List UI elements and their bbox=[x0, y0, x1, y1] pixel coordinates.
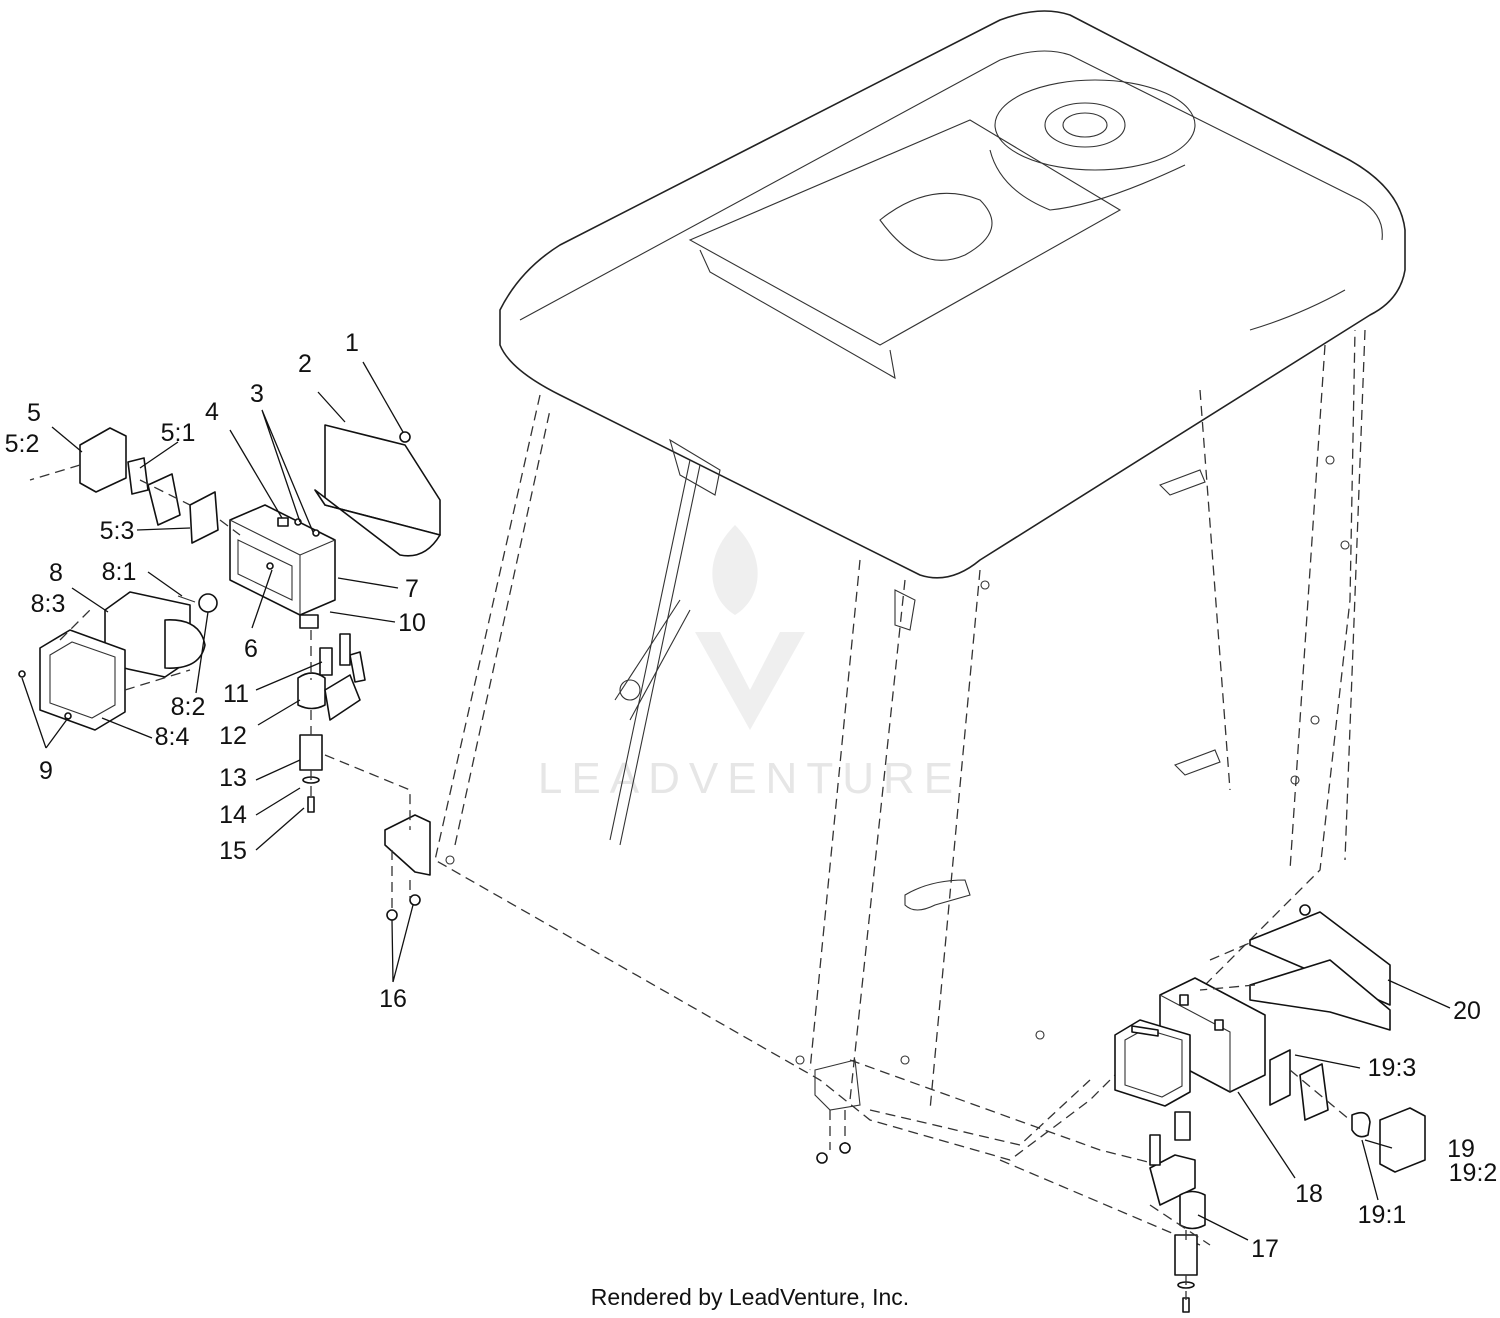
screw-20 bbox=[1299, 904, 1311, 916]
watermark-text: LEADVENTURE bbox=[538, 754, 962, 803]
callout-11: 11 bbox=[223, 680, 249, 708]
callout-19-2: 19:2 bbox=[1449, 1159, 1498, 1187]
leadventure-watermark-logo: LEADVENTURE bbox=[538, 525, 962, 803]
nut-16b bbox=[409, 894, 421, 906]
marker-lens-right bbox=[1379, 1107, 1426, 1173]
cab-body bbox=[434, 329, 1381, 1246]
callout-labels: 1 2 3 4 5 5:2 5:1 5:3 8 8:3 8:1 7 10 6 1… bbox=[5, 329, 1498, 1263]
callout-5-3: 5:3 bbox=[100, 517, 135, 545]
callout-19-1: 19:1 bbox=[1358, 1201, 1407, 1229]
screw-9a bbox=[18, 670, 26, 678]
callout-7: 7 bbox=[405, 575, 419, 603]
pivot-bracket bbox=[297, 633, 366, 813]
footer-credit: Rendered by LeadVenture, Inc. bbox=[591, 1284, 909, 1310]
cab-mount-bracket bbox=[384, 814, 431, 876]
callout-2: 2 bbox=[298, 350, 312, 378]
left-light-assembly bbox=[18, 424, 441, 921]
callout-18: 18 bbox=[1295, 1180, 1323, 1208]
callout-leader-lines bbox=[21, 361, 1451, 1241]
callout-8-2: 8:2 bbox=[171, 693, 206, 721]
left-light-shield bbox=[314, 424, 441, 557]
callout-8: 8 bbox=[49, 559, 63, 587]
callout-5-2: 5:2 bbox=[5, 430, 40, 458]
callout-12: 12 bbox=[219, 722, 247, 750]
marker-light-lens bbox=[79, 427, 127, 493]
callout-3: 3 bbox=[250, 380, 264, 408]
nut-16a bbox=[386, 909, 398, 921]
cab-roof bbox=[499, 10, 1406, 579]
callout-19: 19 bbox=[1447, 1135, 1475, 1163]
right-pivot-bracket bbox=[1149, 1111, 1206, 1313]
headlight-bezel bbox=[39, 629, 126, 731]
callout-8-1: 8:1 bbox=[102, 558, 137, 586]
callout-1: 1 bbox=[345, 329, 359, 357]
right-light-shield bbox=[1249, 911, 1391, 1031]
callout-5: 5 bbox=[27, 399, 41, 427]
callout-19-3: 19:3 bbox=[1368, 1054, 1417, 1082]
right-headlight bbox=[1114, 1019, 1191, 1107]
callout-16: 16 bbox=[379, 985, 407, 1013]
headlight-8 bbox=[104, 591, 218, 678]
marker-light-socket bbox=[127, 457, 181, 526]
callout-4: 4 bbox=[205, 398, 219, 426]
callout-14: 14 bbox=[219, 801, 247, 829]
callout-6: 6 bbox=[244, 635, 258, 663]
left-light-housing bbox=[229, 504, 336, 629]
callout-15: 15 bbox=[219, 837, 247, 865]
callout-17: 17 bbox=[1251, 1235, 1279, 1263]
callout-13: 13 bbox=[219, 764, 247, 792]
bracket-plate-5-3 bbox=[189, 491, 219, 544]
callout-10: 10 bbox=[398, 609, 426, 637]
marker-socket-right bbox=[1299, 1063, 1329, 1121]
callout-8-4: 8:4 bbox=[155, 723, 190, 751]
callout-8-3: 8:3 bbox=[31, 590, 66, 618]
callout-20: 20 bbox=[1453, 997, 1481, 1025]
screw-1 bbox=[399, 431, 411, 443]
bracket-plate-19-3 bbox=[1269, 1049, 1291, 1106]
callout-5-1: 5:1 bbox=[161, 419, 196, 447]
right-light-assembly bbox=[1114, 904, 1426, 1313]
callout-9: 9 bbox=[39, 757, 53, 785]
bulb-19-1 bbox=[1351, 1111, 1371, 1138]
